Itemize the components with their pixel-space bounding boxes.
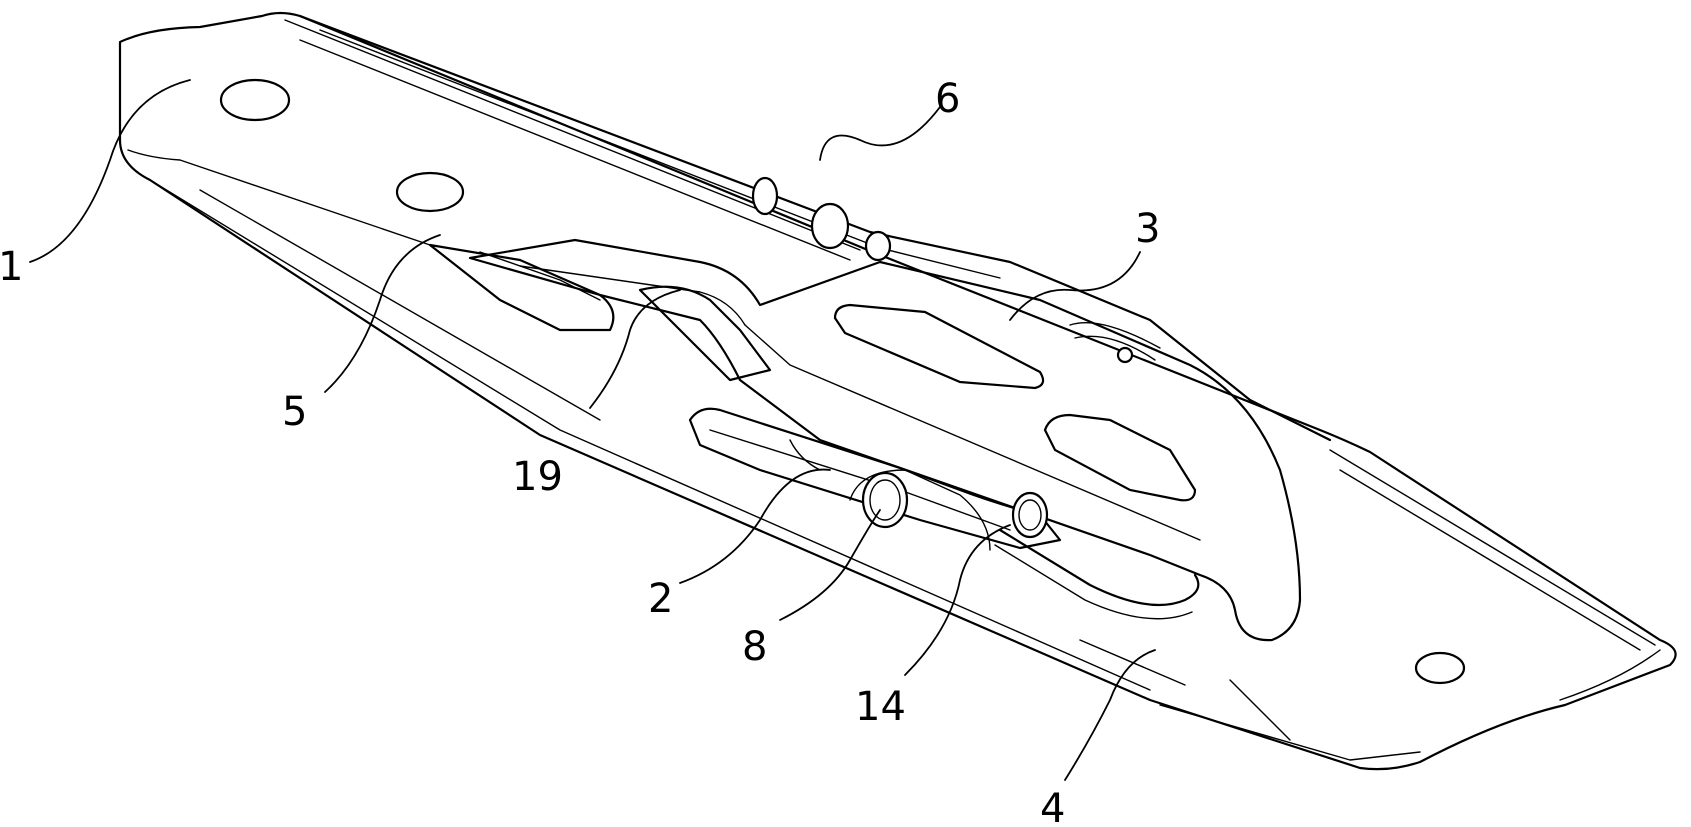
leader-2 bbox=[680, 470, 830, 583]
callout-3: 3 bbox=[1135, 206, 1160, 252]
callout-6: 6 bbox=[935, 76, 960, 122]
flange-hole-3 bbox=[866, 232, 890, 260]
inner-guide-5 bbox=[430, 245, 613, 330]
callout-19: 19 bbox=[512, 454, 563, 500]
leader-1 bbox=[30, 80, 190, 262]
leader-5 bbox=[325, 235, 440, 392]
mounting-hole-3 bbox=[1416, 653, 1464, 683]
mounting-hole-2 bbox=[397, 173, 463, 211]
leader-19 bbox=[590, 290, 680, 408]
leader-3 bbox=[1010, 252, 1140, 320]
pivot-pin-8 bbox=[850, 470, 990, 550]
callout-4: 4 bbox=[1040, 786, 1065, 827]
leader-lines bbox=[30, 80, 1155, 780]
flange-pin bbox=[1118, 348, 1132, 362]
callout-2: 2 bbox=[648, 576, 673, 622]
mounting-hole-1 bbox=[221, 80, 289, 120]
slot-lower bbox=[1045, 415, 1195, 500]
flange-hole-2 bbox=[812, 204, 848, 248]
main-rail-plate bbox=[120, 13, 1676, 769]
callout-8: 8 bbox=[742, 624, 767, 670]
slider-plate-3 bbox=[470, 240, 1300, 640]
callout-1: 1 bbox=[0, 244, 23, 290]
leader-6 bbox=[820, 107, 940, 160]
callout-14: 14 bbox=[855, 684, 906, 730]
locking-tab-19 bbox=[640, 287, 770, 380]
pin-14 bbox=[1013, 493, 1047, 537]
spring-4 bbox=[995, 530, 1198, 685]
flange-hole-1 bbox=[753, 178, 777, 214]
callout-5: 5 bbox=[282, 389, 307, 435]
